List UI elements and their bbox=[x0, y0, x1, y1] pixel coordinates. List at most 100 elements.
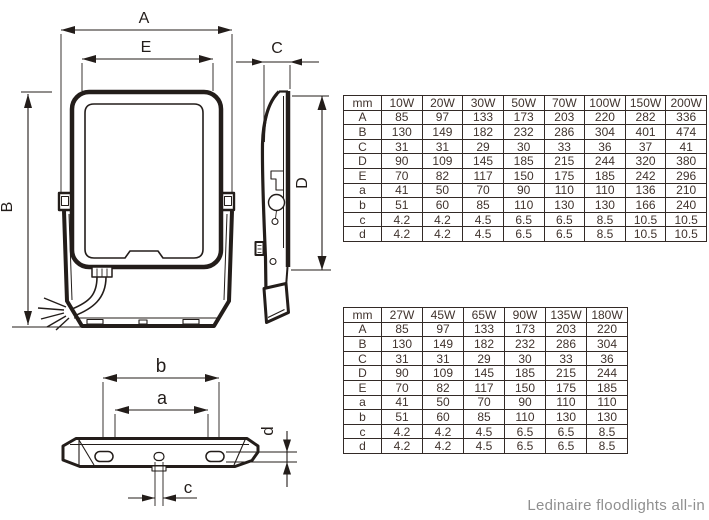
table-header-cell: 50W bbox=[502, 95, 545, 111]
table-cell: 149 bbox=[422, 336, 464, 352]
table-cell: 4.5 bbox=[463, 438, 505, 454]
table-cell: 110 bbox=[543, 182, 586, 199]
table-cell: 6.5 bbox=[545, 438, 587, 454]
arrowhead-left bbox=[103, 374, 117, 382]
base-slot-center bbox=[138, 319, 148, 325]
mount-slot-left bbox=[94, 450, 114, 463]
table-cell: 474 bbox=[665, 124, 707, 140]
table-cell: 29 bbox=[463, 350, 505, 367]
table-cell: 8.5 bbox=[586, 438, 628, 454]
table-cell: 232 bbox=[502, 124, 545, 140]
table-cell: 6.5 bbox=[502, 211, 545, 228]
mount-slot-right bbox=[205, 450, 225, 463]
table-cell: 51 bbox=[381, 197, 423, 213]
table-cell: 97 bbox=[422, 321, 464, 338]
arrowhead-right bbox=[205, 374, 219, 382]
table-cell: 4.2 bbox=[381, 211, 423, 228]
table-cell: C bbox=[343, 350, 382, 367]
arrowhead-left bbox=[61, 26, 75, 34]
table-cell: 30 bbox=[504, 350, 546, 367]
table-cell: 36 bbox=[586, 350, 628, 367]
table-cell: 85 bbox=[381, 321, 423, 338]
table-cell: 4.5 bbox=[462, 226, 504, 242]
table-cell: 70 bbox=[463, 394, 505, 411]
arrowhead-right bbox=[290, 58, 302, 66]
table-cell: d bbox=[343, 438, 382, 454]
table-cell: 150 bbox=[502, 167, 545, 184]
table-cell: 220 bbox=[584, 109, 626, 126]
table-cell: 110 bbox=[586, 394, 628, 411]
table-cell: 70 bbox=[462, 182, 504, 199]
table-cell: D bbox=[343, 365, 382, 381]
cable-wires bbox=[37, 297, 70, 331]
table-header-cell: 45W bbox=[422, 307, 464, 323]
table-cell: 130 bbox=[584, 197, 626, 213]
table-cell: 60 bbox=[422, 409, 464, 425]
table-cell: 31 bbox=[421, 138, 464, 155]
table-header-cell: 65W bbox=[463, 307, 505, 323]
table-cell: 51 bbox=[381, 409, 423, 425]
table-cell: 90 bbox=[381, 153, 423, 169]
table-cell: A bbox=[343, 109, 382, 126]
table-cell: 4.2 bbox=[381, 226, 423, 242]
table-cell: 4.5 bbox=[462, 211, 504, 228]
table-cell: b bbox=[343, 409, 382, 425]
table-cell: 4.2 bbox=[422, 423, 464, 440]
table-header-cell: 30W bbox=[462, 95, 504, 111]
table-cell: 133 bbox=[463, 321, 505, 338]
table-header-cell: 27W bbox=[381, 307, 423, 323]
dimension-D: D bbox=[291, 95, 331, 271]
table-cell: 85 bbox=[462, 197, 504, 213]
arrowhead-left bbox=[115, 406, 129, 414]
table-cell: 203 bbox=[545, 321, 587, 338]
table-cell: 31 bbox=[422, 350, 464, 367]
table-cell: 41 bbox=[381, 182, 423, 199]
dim-label-E: E bbox=[141, 39, 152, 56]
table-cell: 130 bbox=[586, 409, 628, 425]
arrowhead-right bbox=[218, 26, 232, 34]
table-cell: 41 bbox=[665, 138, 707, 155]
bracket-step bbox=[270, 170, 284, 191]
base-bar bbox=[61, 437, 260, 472]
table-cell: 282 bbox=[624, 109, 667, 126]
table-cell: 215 bbox=[543, 153, 586, 169]
table-cell: 97 bbox=[421, 109, 464, 126]
table-cell: 4.2 bbox=[381, 438, 423, 454]
table-cell: 6.5 bbox=[502, 226, 545, 242]
table-cell: 215 bbox=[545, 365, 587, 381]
table-cell: 175 bbox=[545, 379, 587, 396]
table-cell: 130 bbox=[545, 409, 587, 425]
arrowhead-right bbox=[199, 55, 213, 63]
table-cell: 6.5 bbox=[543, 211, 586, 228]
side-profile bbox=[254, 90, 291, 324]
table-cell: 182 bbox=[462, 124, 504, 140]
table-cell: E bbox=[343, 379, 382, 396]
dim-label-B: B bbox=[0, 202, 16, 213]
table-cell: 6.5 bbox=[504, 438, 546, 454]
arrowhead-left bbox=[142, 494, 155, 502]
table-cell: 166 bbox=[624, 197, 667, 213]
table-cell: 304 bbox=[584, 124, 626, 140]
table-cell: 29 bbox=[462, 138, 504, 155]
center-tab bbox=[151, 466, 167, 472]
table-cell: 70 bbox=[381, 167, 423, 184]
table-cell: 90 bbox=[381, 365, 423, 381]
table-cell: 185 bbox=[504, 365, 546, 381]
table-cell: 401 bbox=[624, 124, 667, 140]
table-header-cell: mm bbox=[343, 307, 382, 323]
side-clip bbox=[254, 241, 265, 256]
table-cell: 37 bbox=[624, 138, 667, 155]
arrowhead-right bbox=[194, 406, 208, 414]
arrowhead-bottom bbox=[317, 256, 327, 270]
table-cell: 173 bbox=[502, 109, 545, 126]
table-cell: 185 bbox=[502, 153, 545, 169]
arrowhead-bottom bbox=[283, 462, 291, 475]
table-cell: 220 bbox=[586, 321, 628, 338]
